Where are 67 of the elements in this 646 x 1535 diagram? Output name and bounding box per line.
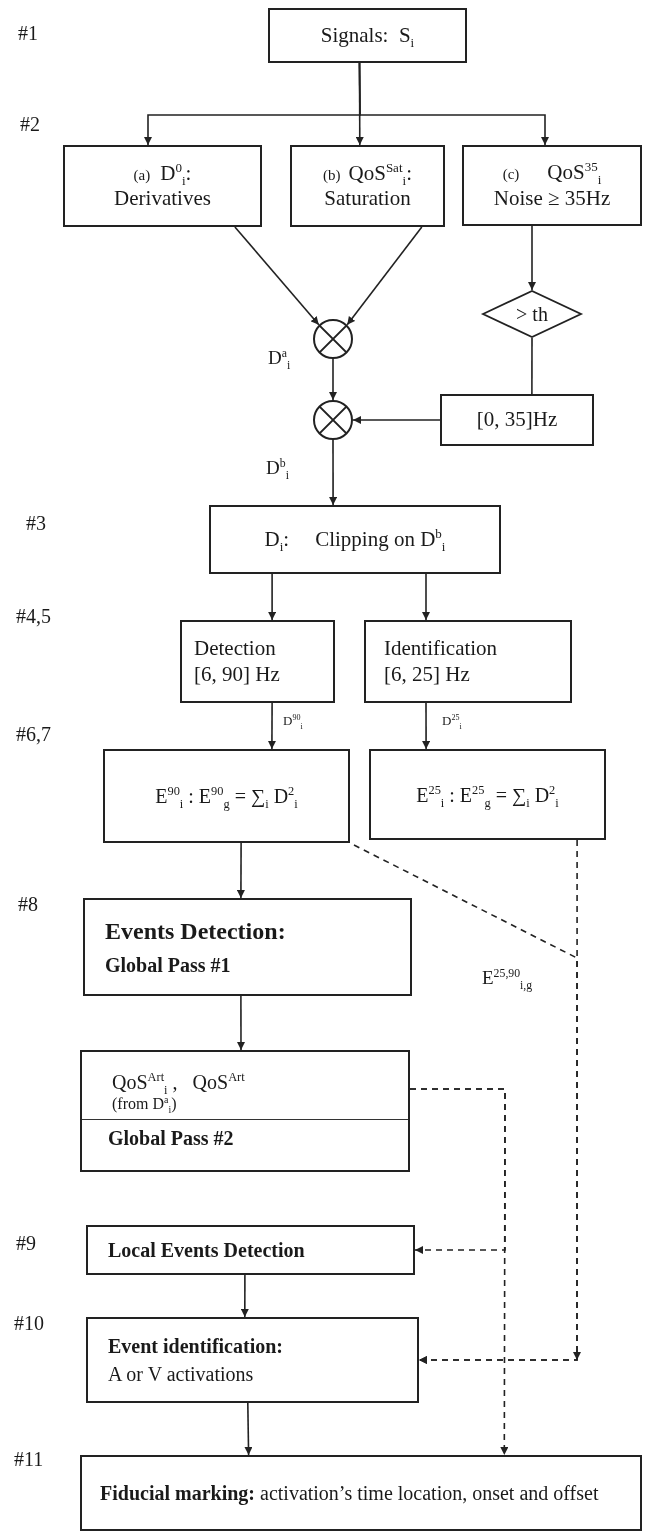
dashed-arrow: [409, 1088, 509, 1456]
node-text: Events Detection:: [105, 916, 287, 946]
node-text: [0, 35]Hz: [475, 407, 559, 433]
node-text: Event identification:: [108, 1334, 284, 1359]
process-box: [86, 1225, 415, 1275]
arrow: [346, 226, 423, 326]
node-text: D$_{i}$:: [264, 526, 290, 551]
arrow: [236, 842, 245, 899]
node-text: Global Pass #1: [105, 953, 232, 978]
node-text: > th: [515, 302, 549, 326]
arrow: [422, 573, 430, 621]
arrow: [240, 1274, 249, 1318]
process-box: [462, 145, 642, 226]
node-text: QoS$^{Art}$$_{i}$ , QoS$^{Art}$: [111, 1069, 246, 1094]
node-text: Saturation: [323, 186, 412, 212]
process-box: [440, 394, 594, 446]
arrow: [329, 358, 337, 401]
arrow: [237, 995, 245, 1051]
arrow: [267, 702, 276, 750]
node-text: Noise ≥ 35Hz: [492, 185, 612, 211]
arrow: [329, 439, 338, 506]
node-text: QoS$^{Sat}$$_{i}$:: [348, 160, 412, 185]
process-box: [80, 1050, 410, 1172]
node-text: Identification: [384, 636, 499, 662]
dashed-arrow: [418, 839, 578, 1364]
item-letter: (b): [323, 166, 341, 183]
process-box: [80, 1455, 642, 1531]
process-box: [369, 749, 606, 840]
process-box: [180, 620, 335, 703]
step-number: #2: [20, 113, 40, 136]
process-box: [209, 505, 501, 574]
arrow: [358, 62, 549, 146]
node-text: Signals: S$_{i}$: [319, 22, 416, 49]
arrow: [352, 416, 441, 424]
process-box: [103, 749, 350, 843]
item-letter: (c): [502, 166, 520, 183]
node-text: [6, 90] Hz: [194, 661, 281, 687]
connector-line: [531, 337, 533, 395]
process-box: [364, 620, 572, 703]
node-text: A or V activations: [108, 1362, 255, 1386]
item-letter: (a): [133, 166, 151, 183]
node-text: (from D$^{a}$$_{i}$): [111, 1093, 178, 1118]
step-number: #8: [18, 893, 38, 916]
node-text: [6, 25] Hz: [384, 661, 471, 687]
step-number: #3: [26, 512, 46, 535]
node-text: Detection: [194, 636, 277, 662]
step-number: #6,7: [16, 723, 51, 746]
step-number: #9: [16, 1232, 36, 1255]
process-box: [268, 8, 467, 63]
arrow: [234, 226, 320, 326]
node-text: Local Events Detection: [108, 1238, 306, 1262]
arrow: [528, 225, 536, 291]
arrow: [422, 702, 431, 750]
node-text: Derivatives: [113, 186, 212, 212]
node-text: D$^{0}$$_{i}$:: [160, 160, 192, 185]
process-box: [290, 145, 445, 227]
arrow: [244, 1402, 253, 1456]
node-text: Global Pass #2: [82, 1119, 408, 1159]
step-number: #11: [14, 1448, 44, 1471]
process-box: [83, 898, 412, 996]
process-box: [63, 145, 262, 227]
node-text: Fiducial marking: activation’s time location, onset and offset: [100, 1481, 600, 1505]
arrow: [268, 573, 277, 621]
process-box: [86, 1317, 419, 1403]
step-number: #10: [14, 1312, 44, 1335]
step-number: #1: [18, 22, 38, 45]
step-number: #4,5: [16, 605, 51, 628]
